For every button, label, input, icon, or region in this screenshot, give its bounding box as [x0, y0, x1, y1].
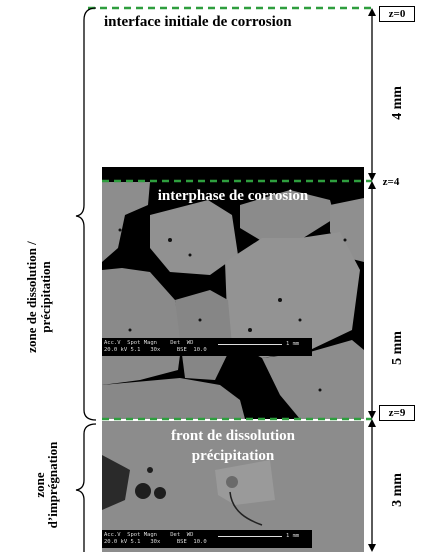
sem-caption-values-lower: 20.0 kV 5.1 30x BSE 10.0	[104, 539, 207, 545]
scale-bar-lower	[218, 536, 282, 537]
depth-marker-z0: z=0	[379, 6, 415, 22]
zone-dissolution-label-line2: précipitation	[38, 261, 53, 333]
front-dissolution-label-line1: front de dissolution	[171, 428, 295, 444]
thickness-middle-label: 5 mm	[390, 331, 405, 365]
bracket-dissolution	[75, 7, 97, 421]
scale-label-upper: 1 mm	[286, 341, 300, 347]
sem-caption-header-upper: Acc.V Spot Magn Det WD	[104, 340, 194, 346]
sem-caption-values-upper: 20.0 kV 5.1 30x BSE 10.0	[104, 347, 207, 353]
thickness-lower-label: 3 mm	[390, 473, 405, 507]
depth-marker-z9: z=9	[379, 405, 415, 421]
interface-initial-label: interface initiale de corrosion	[104, 14, 292, 30]
interface-lines	[88, 6, 372, 421]
sem-caption-upper	[102, 338, 312, 356]
bracket-impregnation	[75, 423, 97, 552]
depth-marker-z4: z=4	[382, 176, 400, 188]
left-brackets	[75, 7, 97, 552]
scale-label-lower: 1 mm	[286, 533, 300, 539]
sem-caption-header-lower: Acc.V Spot Magn Det WD	[104, 532, 194, 538]
scale-bar-upper	[218, 344, 282, 345]
thickness-upper-label: 4 mm	[390, 86, 405, 120]
front-dissolution-label-line2: précipitation	[191, 448, 275, 464]
interphase-label: interphase de corrosion	[157, 188, 309, 204]
sem-image-upper	[102, 167, 364, 419]
zone-impregnation-label-line2: d’imprégnation	[45, 441, 60, 529]
sem-image-lower	[102, 421, 364, 552]
arrow-heads	[368, 8, 376, 552]
